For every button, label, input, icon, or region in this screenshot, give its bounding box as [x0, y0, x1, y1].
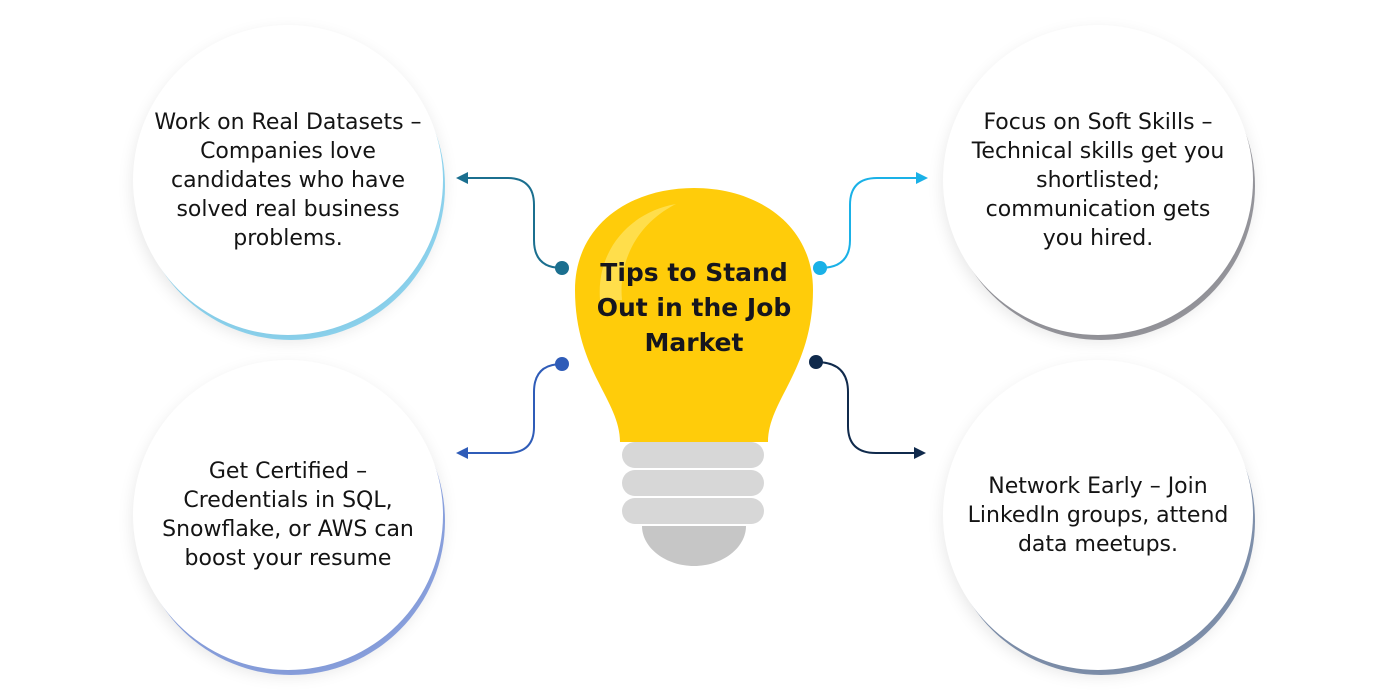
bulb-base-ring-3 — [622, 498, 764, 524]
tip-circle-real-datasets: Work on Real Datasets – Companies love c… — [133, 25, 443, 335]
bulb-highlight — [599, 204, 676, 300]
tip-text-soft-skills: Focus on Soft Skills – Technical skills … — [971, 109, 1225, 251]
tip-circle-soft-skills: Focus on Soft Skills – Technical skills … — [943, 25, 1253, 335]
connector-dot-network-early — [809, 355, 823, 369]
connector-get-certified — [456, 363, 563, 459]
diagram-title: Tips to Stand Out in the Job Market — [596, 258, 792, 357]
bulb-base-ring-1 — [622, 442, 764, 468]
bulb-base-tip — [642, 526, 746, 566]
tip-text-real-datasets: Work on Real Datasets – Companies love c… — [154, 109, 422, 251]
connector-real-datasets — [456, 172, 563, 269]
connector-soft-skills — [819, 172, 928, 269]
connector-dot-soft-skills — [813, 261, 827, 275]
bulb-glass — [575, 188, 813, 442]
tip-text-network-early: Network Early – Join LinkedIn groups, at… — [967, 473, 1229, 557]
connector-dot-real-datasets — [555, 261, 569, 275]
tip-circle-get-certified: Get Certified – Credentials in SQL, Snow… — [133, 360, 443, 670]
connector-network-early — [815, 361, 926, 459]
lightbulb-icon — [575, 188, 813, 566]
tip-text-get-certified: Get Certified – Credentials in SQL, Snow… — [162, 459, 414, 571]
bulb-base-ring-2 — [622, 470, 764, 496]
connector-dot-get-certified — [555, 357, 569, 371]
tip-circle-network-early: Network Early – Join LinkedIn groups, at… — [943, 360, 1253, 670]
